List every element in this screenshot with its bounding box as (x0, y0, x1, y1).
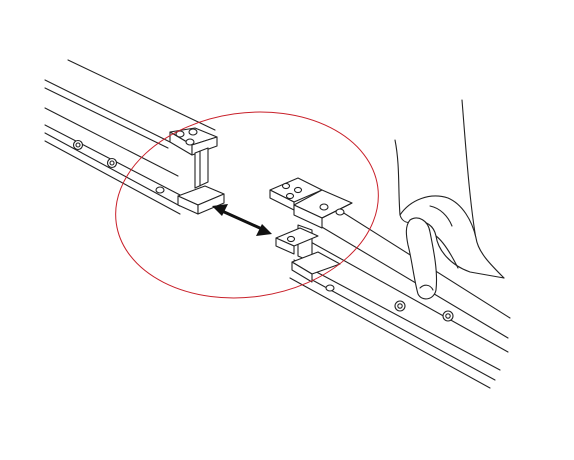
bolt-head-icon (394, 300, 406, 312)
right-rail-flange-top (293, 259, 501, 371)
left-rail-upper-edge-2 (44, 87, 169, 149)
right-rail-hole (335, 208, 345, 216)
left-rail-segment (44, 59, 225, 215)
left-rail-hole (175, 130, 185, 138)
left-rail-top-edge (67, 59, 216, 131)
left-rail-hole (155, 186, 165, 194)
right-rail-hole (319, 203, 329, 211)
right-rail-hole (281, 182, 291, 190)
bolt-head-icon (72, 139, 84, 151)
right-rail-top-plate-side (293, 204, 323, 229)
right-rail-hole (285, 192, 295, 200)
right-rail-hole (293, 186, 303, 194)
right-rail-flange-bottom (289, 277, 491, 389)
right-rail-web-edge (299, 235, 509, 353)
right-rail-bottom-tongue-side (275, 237, 295, 255)
right-rail-flange-mid (293, 269, 496, 381)
right-rail-hole (286, 235, 296, 243)
hand-index-finger (405, 217, 438, 300)
right-rail-bottom-plate-side (291, 261, 313, 283)
left-rail-web-edge (44, 107, 179, 177)
left-rail-web-front (194, 147, 209, 189)
right-rail-upper-edge (299, 213, 509, 339)
hand-pressing-icon (394, 99, 505, 300)
left-rail-upper-edge (44, 79, 171, 143)
right-rail-segment (269, 177, 511, 389)
bolt-head-icon (106, 157, 118, 169)
bolt-head-icon (442, 310, 454, 322)
right-rail-hole (325, 284, 335, 292)
left-rail-bottom-plate-front (197, 193, 225, 215)
left-rail-flange-bottom (44, 140, 181, 215)
hand-finger-line (435, 235, 459, 269)
left-rail-hole (188, 128, 198, 136)
left-rail-flange-mid (44, 132, 181, 207)
hand-arm-left-edge (394, 139, 401, 216)
left-rail-hole (185, 138, 195, 146)
double-headed-arrow-icon (212, 204, 272, 236)
hand-fingernail (419, 284, 434, 291)
highlight-circle (115, 111, 379, 299)
left-rail-top-plate-front (191, 136, 218, 156)
hand-knuckle-line (429, 205, 453, 227)
